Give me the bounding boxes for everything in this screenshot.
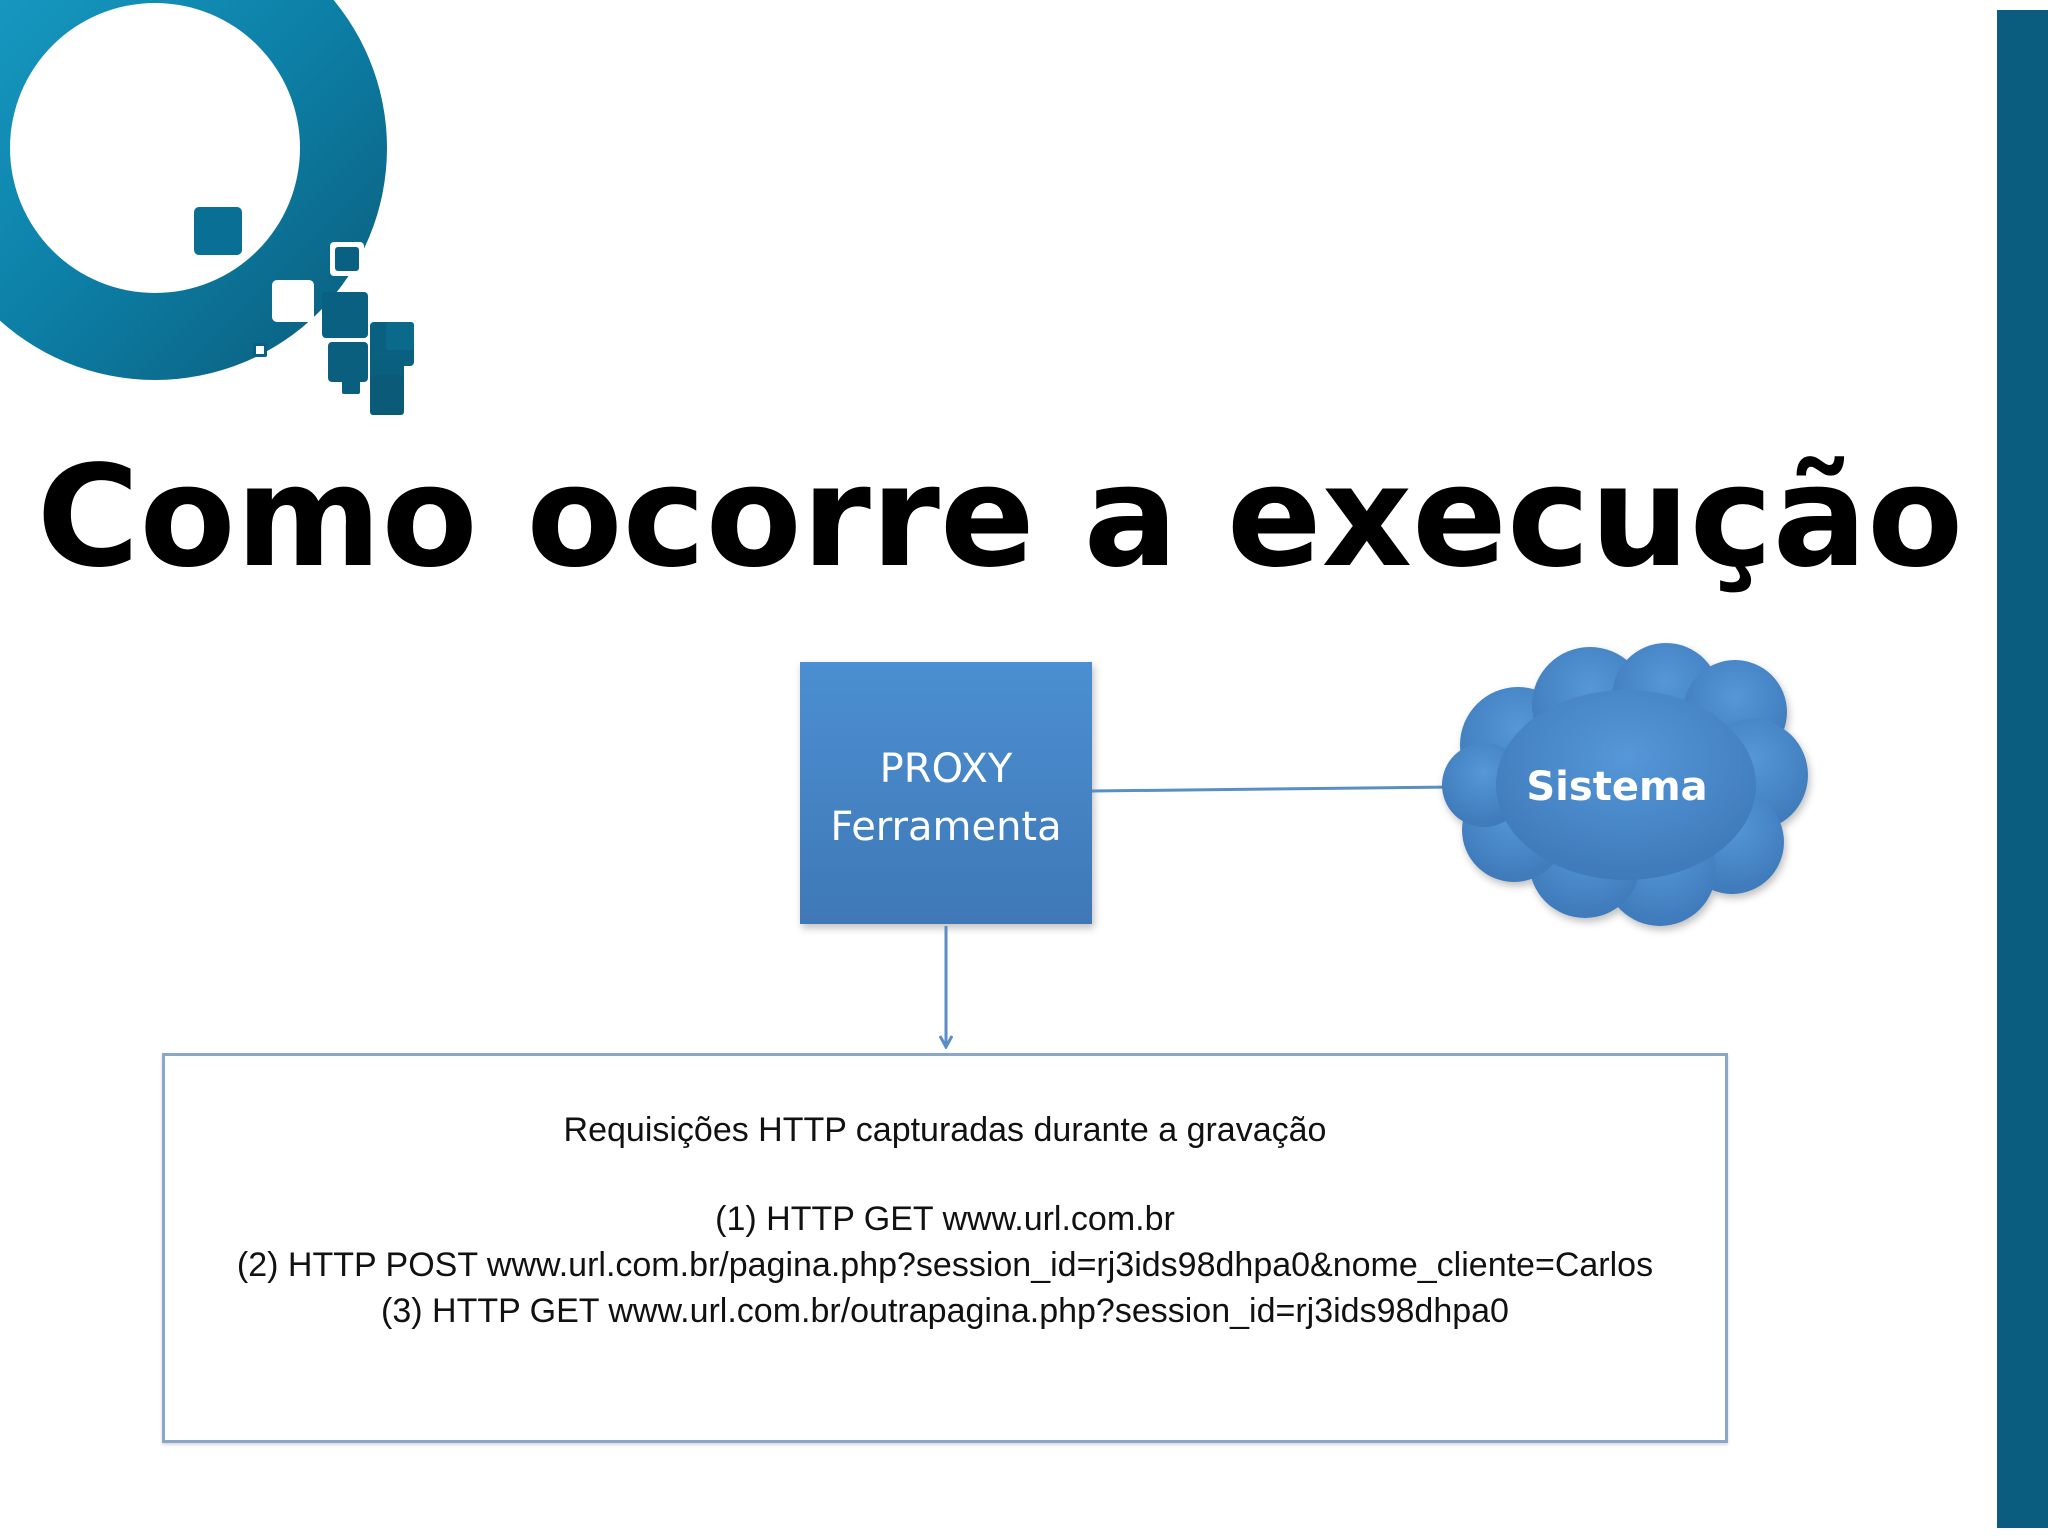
proxy-box: PROXY Ferramenta xyxy=(800,662,1092,924)
cloud-shape: Sistema xyxy=(1442,643,1808,926)
request-list: (1) HTTP GET www.url.com.br (2) HTTP POS… xyxy=(165,1196,1725,1334)
captured-requests-box: Requisições HTTP capturadas durante a gr… xyxy=(162,1053,1728,1443)
arrow-to-cloud xyxy=(1091,787,1455,791)
brand-logo-icon xyxy=(0,0,414,415)
right-side-bar xyxy=(1997,10,2048,1528)
page-title: Como ocorre a execução xyxy=(36,436,1964,599)
proxy-box-line2: Ferramenta xyxy=(830,804,1061,850)
request-item: (2) HTTP POST www.url.com.br/pagina.php?… xyxy=(236,1246,1654,1284)
cloud-label: Sistema xyxy=(1526,764,1707,810)
request-item: (1) HTTP GET www.url.com.br xyxy=(715,1200,1175,1238)
request-item: (3) HTTP GET www.url.com.br/outrapagina.… xyxy=(381,1292,1509,1330)
captured-requests-heading: Requisições HTTP capturadas durante a gr… xyxy=(563,1111,1327,1149)
proxy-box-line1: PROXY xyxy=(880,746,1013,792)
